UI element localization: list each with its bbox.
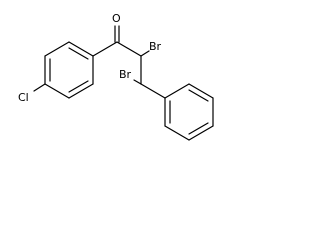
carbonyl-alpha-bond bbox=[116, 41, 142, 57]
chlorine-bond bbox=[33, 83, 46, 92]
ring-bond bbox=[188, 125, 214, 141]
ring-bond bbox=[188, 83, 214, 99]
ring-bond bbox=[164, 83, 190, 99]
ring-double-bond bbox=[188, 122, 209, 135]
chemical-structure-diagram: O Cl Br Br bbox=[18, 12, 214, 141]
ring-bond bbox=[164, 125, 190, 141]
aryl-carbonyl-bond bbox=[92, 41, 118, 57]
phenyl-ring bbox=[164, 83, 214, 141]
chlorine-atom-label: Cl bbox=[18, 91, 29, 104]
beta-bromine-bond bbox=[133, 79, 142, 85]
ring-bond bbox=[44, 41, 70, 57]
ring-bond bbox=[44, 83, 70, 99]
alpha-bromine-atom-label: Br bbox=[149, 40, 162, 53]
ring-double-bond bbox=[68, 47, 89, 60]
ring-double-bond bbox=[68, 80, 89, 93]
ring-double-bond bbox=[188, 89, 209, 102]
alpha-bromine-bond bbox=[140, 50, 150, 57]
ring-bond bbox=[68, 83, 94, 99]
beta-bromine-atom-label: Br bbox=[119, 68, 132, 81]
chlorophenyl-ring bbox=[44, 41, 94, 99]
oxygen-atom-label: O bbox=[112, 12, 121, 25]
beta-phenyl-bond bbox=[140, 83, 166, 99]
ring-bond bbox=[68, 41, 94, 57]
